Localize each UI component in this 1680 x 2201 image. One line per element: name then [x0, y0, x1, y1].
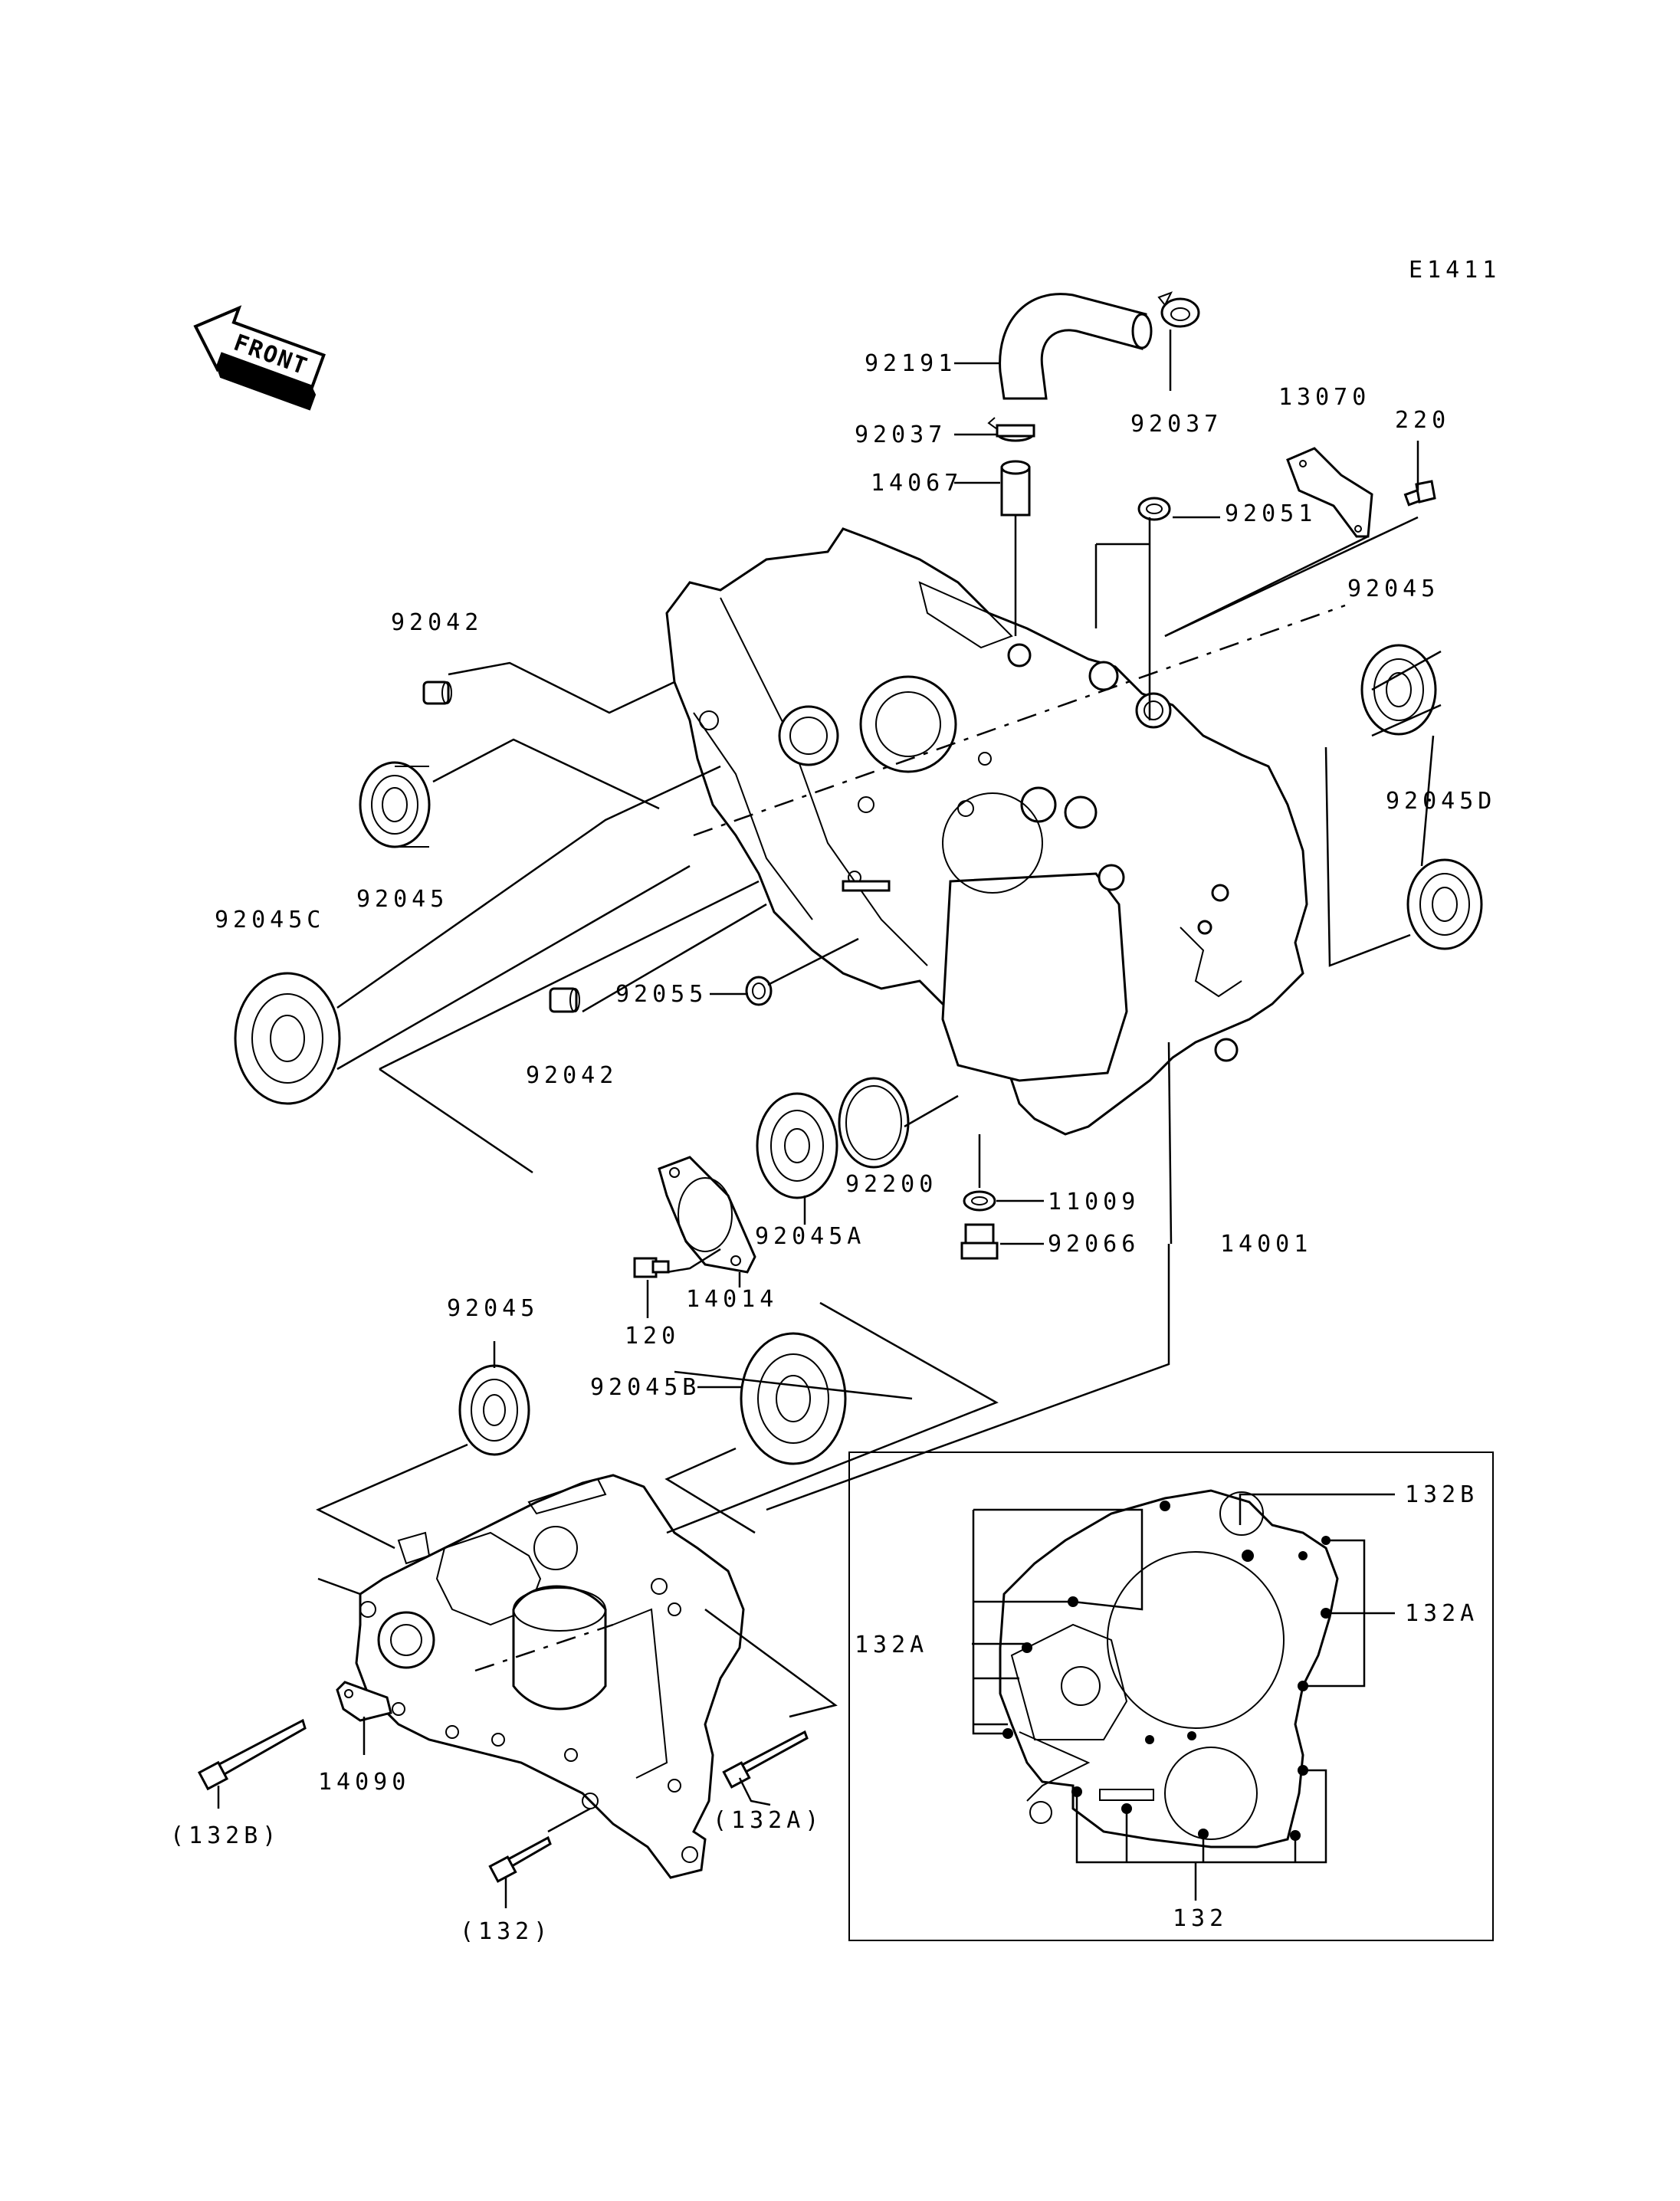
label-14014: 14014: [686, 1286, 778, 1313]
bearing-92045A: [756, 1092, 838, 1199]
bearing-92045B: [740, 1332, 847, 1465]
label-132A-right: 132A: [1405, 1600, 1478, 1627]
leader-lines: [217, 330, 1442, 1908]
label-92045C: 92045C: [215, 907, 325, 933]
dowel-pin-middle: [549, 987, 580, 1013]
bearing-92045-left: [359, 761, 431, 848]
label-132: 132: [1173, 1905, 1228, 1932]
washer-11009: [963, 1190, 996, 1212]
bolt-132: [488, 1835, 552, 1883]
bearing-92045C: [234, 972, 341, 1105]
crankcase-upper-half: [665, 527, 1308, 1136]
label-132A-left: 132A: [855, 1632, 928, 1658]
label-132A-paren: (132A): [713, 1807, 823, 1834]
oil-seal-92051: [1137, 497, 1171, 521]
bracket-14090: [336, 1681, 392, 1722]
hose-clamp-left: [987, 417, 1035, 442]
label-92051: 92051: [1225, 500, 1317, 527]
drain-plug-92066: [960, 1223, 999, 1260]
label-92045B: 92045B: [590, 1374, 701, 1401]
cover-plate-14014: [658, 1156, 756, 1274]
o-ring-92200: [838, 1077, 910, 1169]
label-92045D: 92045D: [1386, 788, 1496, 815]
bolt-120: [633, 1257, 670, 1278]
bolt-132A: [722, 1730, 809, 1789]
breather-hose: [999, 293, 1153, 400]
label-92042-top: 92042: [391, 609, 483, 636]
label-11009: 11009: [1048, 1189, 1140, 1215]
front-arrow-icon: FRONT: [193, 305, 326, 411]
bearing-92045D: [1406, 858, 1483, 950]
label-92042-middle: 92042: [526, 1062, 618, 1089]
part-labels: 92191 92037 92037 14067 13070 220 92051 …: [170, 350, 1496, 1945]
label-120: 120: [625, 1323, 680, 1350]
crankcase-lower-half: [355, 1474, 745, 1879]
label-220: 220: [1395, 407, 1450, 434]
label-14090: 14090: [318, 1769, 410, 1796]
label-92200: 92200: [845, 1171, 937, 1198]
label-92045-bottom: 92045: [447, 1295, 539, 1322]
label-92045A: 92045A: [755, 1223, 865, 1250]
label-92037-left: 92037: [855, 422, 947, 448]
label-92045-top-right: 92045: [1347, 576, 1439, 602]
oil-seal-92055: [745, 976, 773, 1006]
label-132B: 132B: [1405, 1481, 1478, 1508]
label-14067: 14067: [871, 470, 963, 497]
label-92191: 92191: [865, 350, 956, 377]
dowel-pin-top: [422, 681, 452, 705]
label-92045-left: 92045: [356, 886, 448, 913]
label-13070: 13070: [1278, 384, 1370, 411]
label-132-paren: (132): [460, 1918, 552, 1945]
label-132B-paren: (132B): [170, 1822, 281, 1849]
bearing-92045-top-right: [1360, 644, 1437, 736]
hose-clamp-right: [1157, 291, 1200, 328]
label-92055: 92055: [615, 981, 707, 1008]
bearing-92045-bottom: [458, 1364, 530, 1456]
bolt-220: [1403, 480, 1436, 507]
bolt-132B-long: [197, 1718, 307, 1791]
label-14001: 14001: [1220, 1231, 1312, 1258]
inset-panel: [848, 1451, 1494, 1941]
label-92037-right: 92037: [1130, 411, 1222, 438]
breather-pipe: [1000, 460, 1031, 517]
label-92066: 92066: [1048, 1231, 1140, 1258]
diagram-code: E1411: [1409, 257, 1501, 284]
